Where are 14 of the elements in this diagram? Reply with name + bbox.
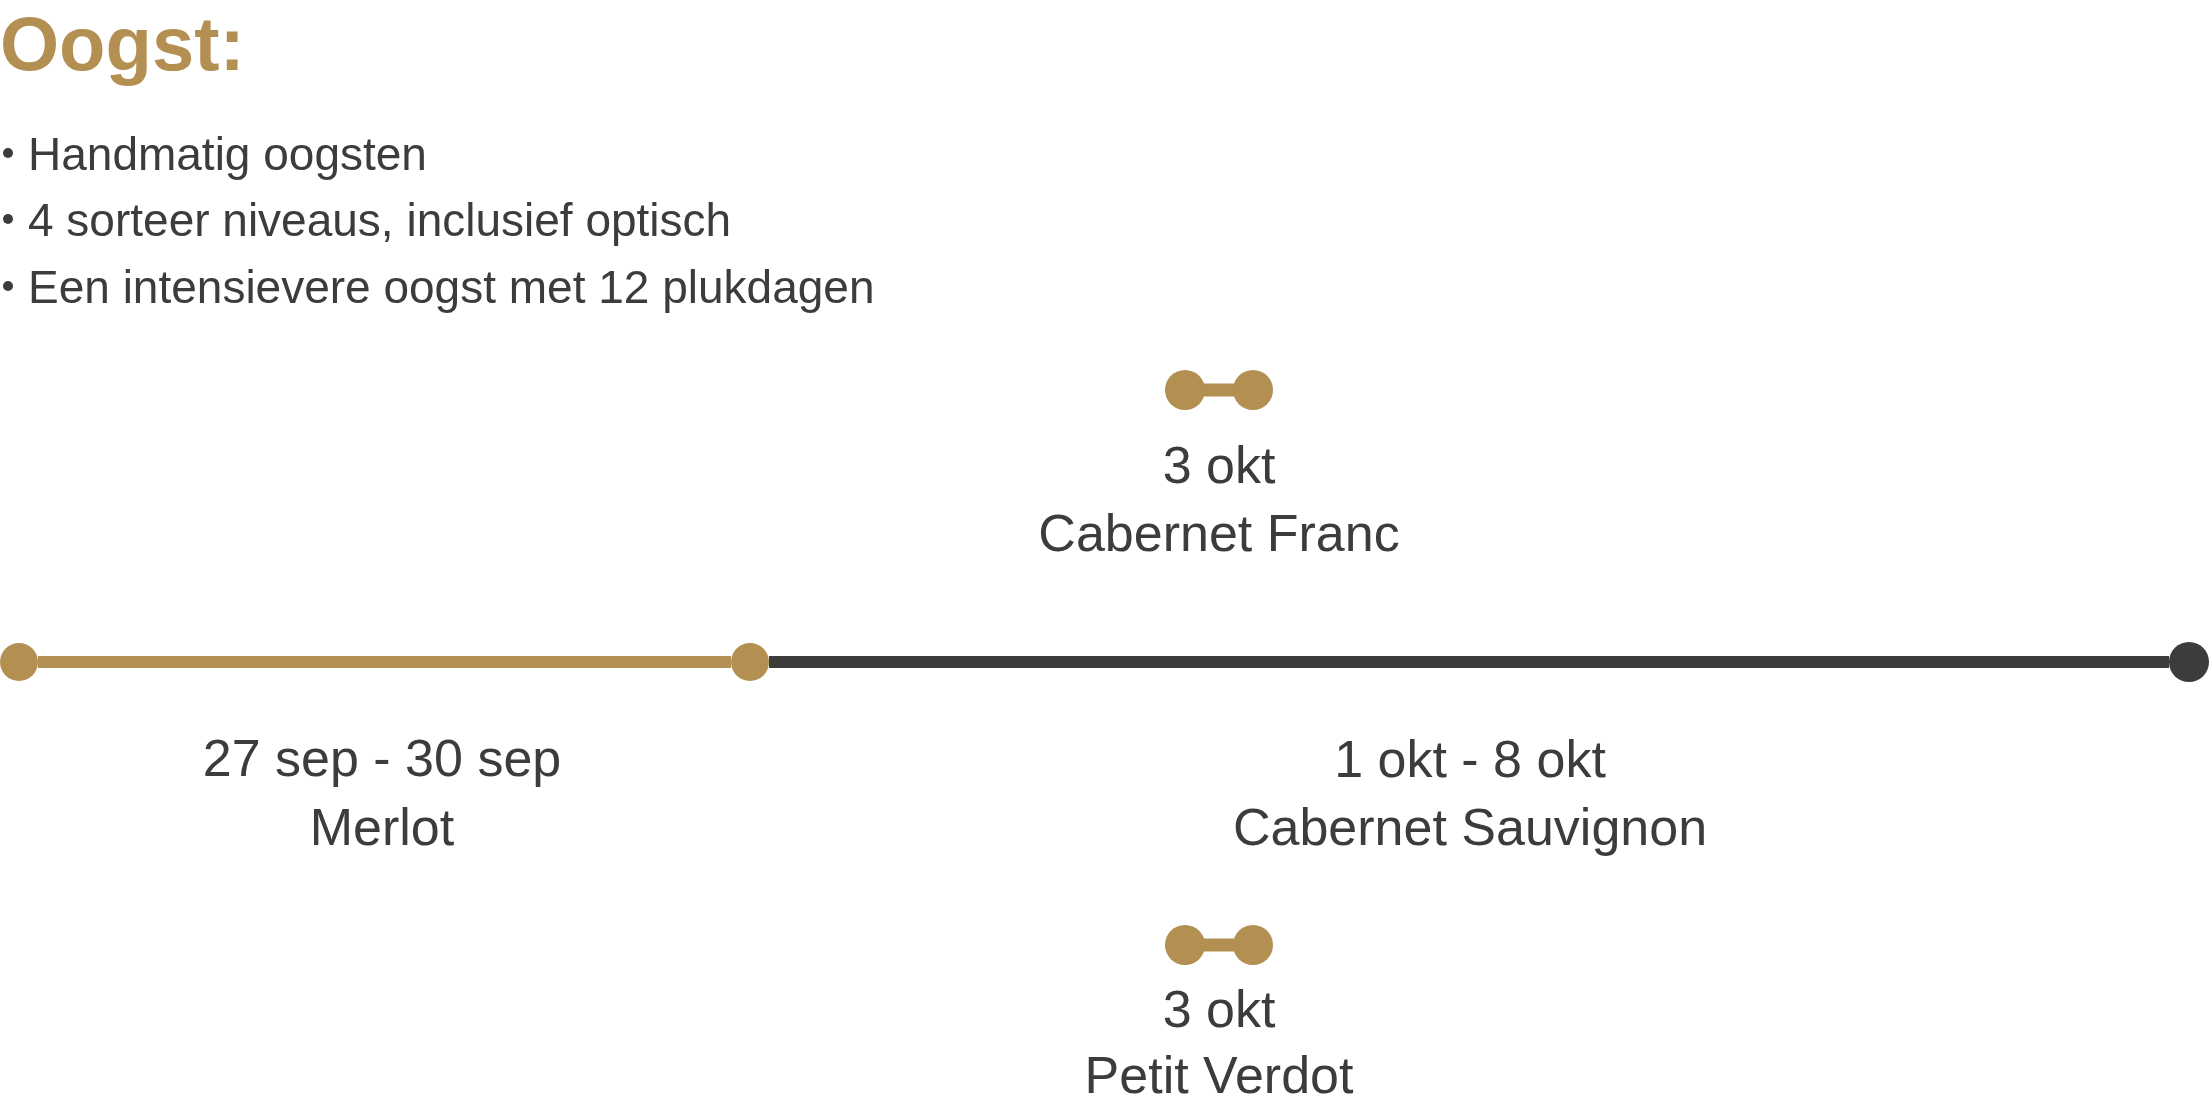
timeline-line bbox=[38, 656, 731, 668]
timeline-dot bbox=[731, 643, 769, 681]
timeline-line bbox=[769, 656, 2169, 668]
variety-label: Petit Verdot bbox=[1084, 1048, 1354, 1101]
list-item: 4 sorteer niveaus, inclusief optisch bbox=[28, 197, 732, 244]
timeline-dot bbox=[0, 643, 38, 681]
list-item: Een intensievere oogst met 12 plukdagen bbox=[28, 264, 875, 311]
date-label: 3 okt bbox=[1162, 982, 1276, 1035]
date-label: 3 okt bbox=[1162, 438, 1276, 491]
timeline-dot bbox=[2169, 642, 2209, 682]
date-range-label: 1 okt - 8 okt bbox=[1334, 732, 1606, 785]
variety-label: Merlot bbox=[309, 800, 455, 853]
variety-label: Cabernet Franc bbox=[1038, 506, 1400, 559]
list-item: Handmatig oogsten bbox=[28, 131, 427, 178]
